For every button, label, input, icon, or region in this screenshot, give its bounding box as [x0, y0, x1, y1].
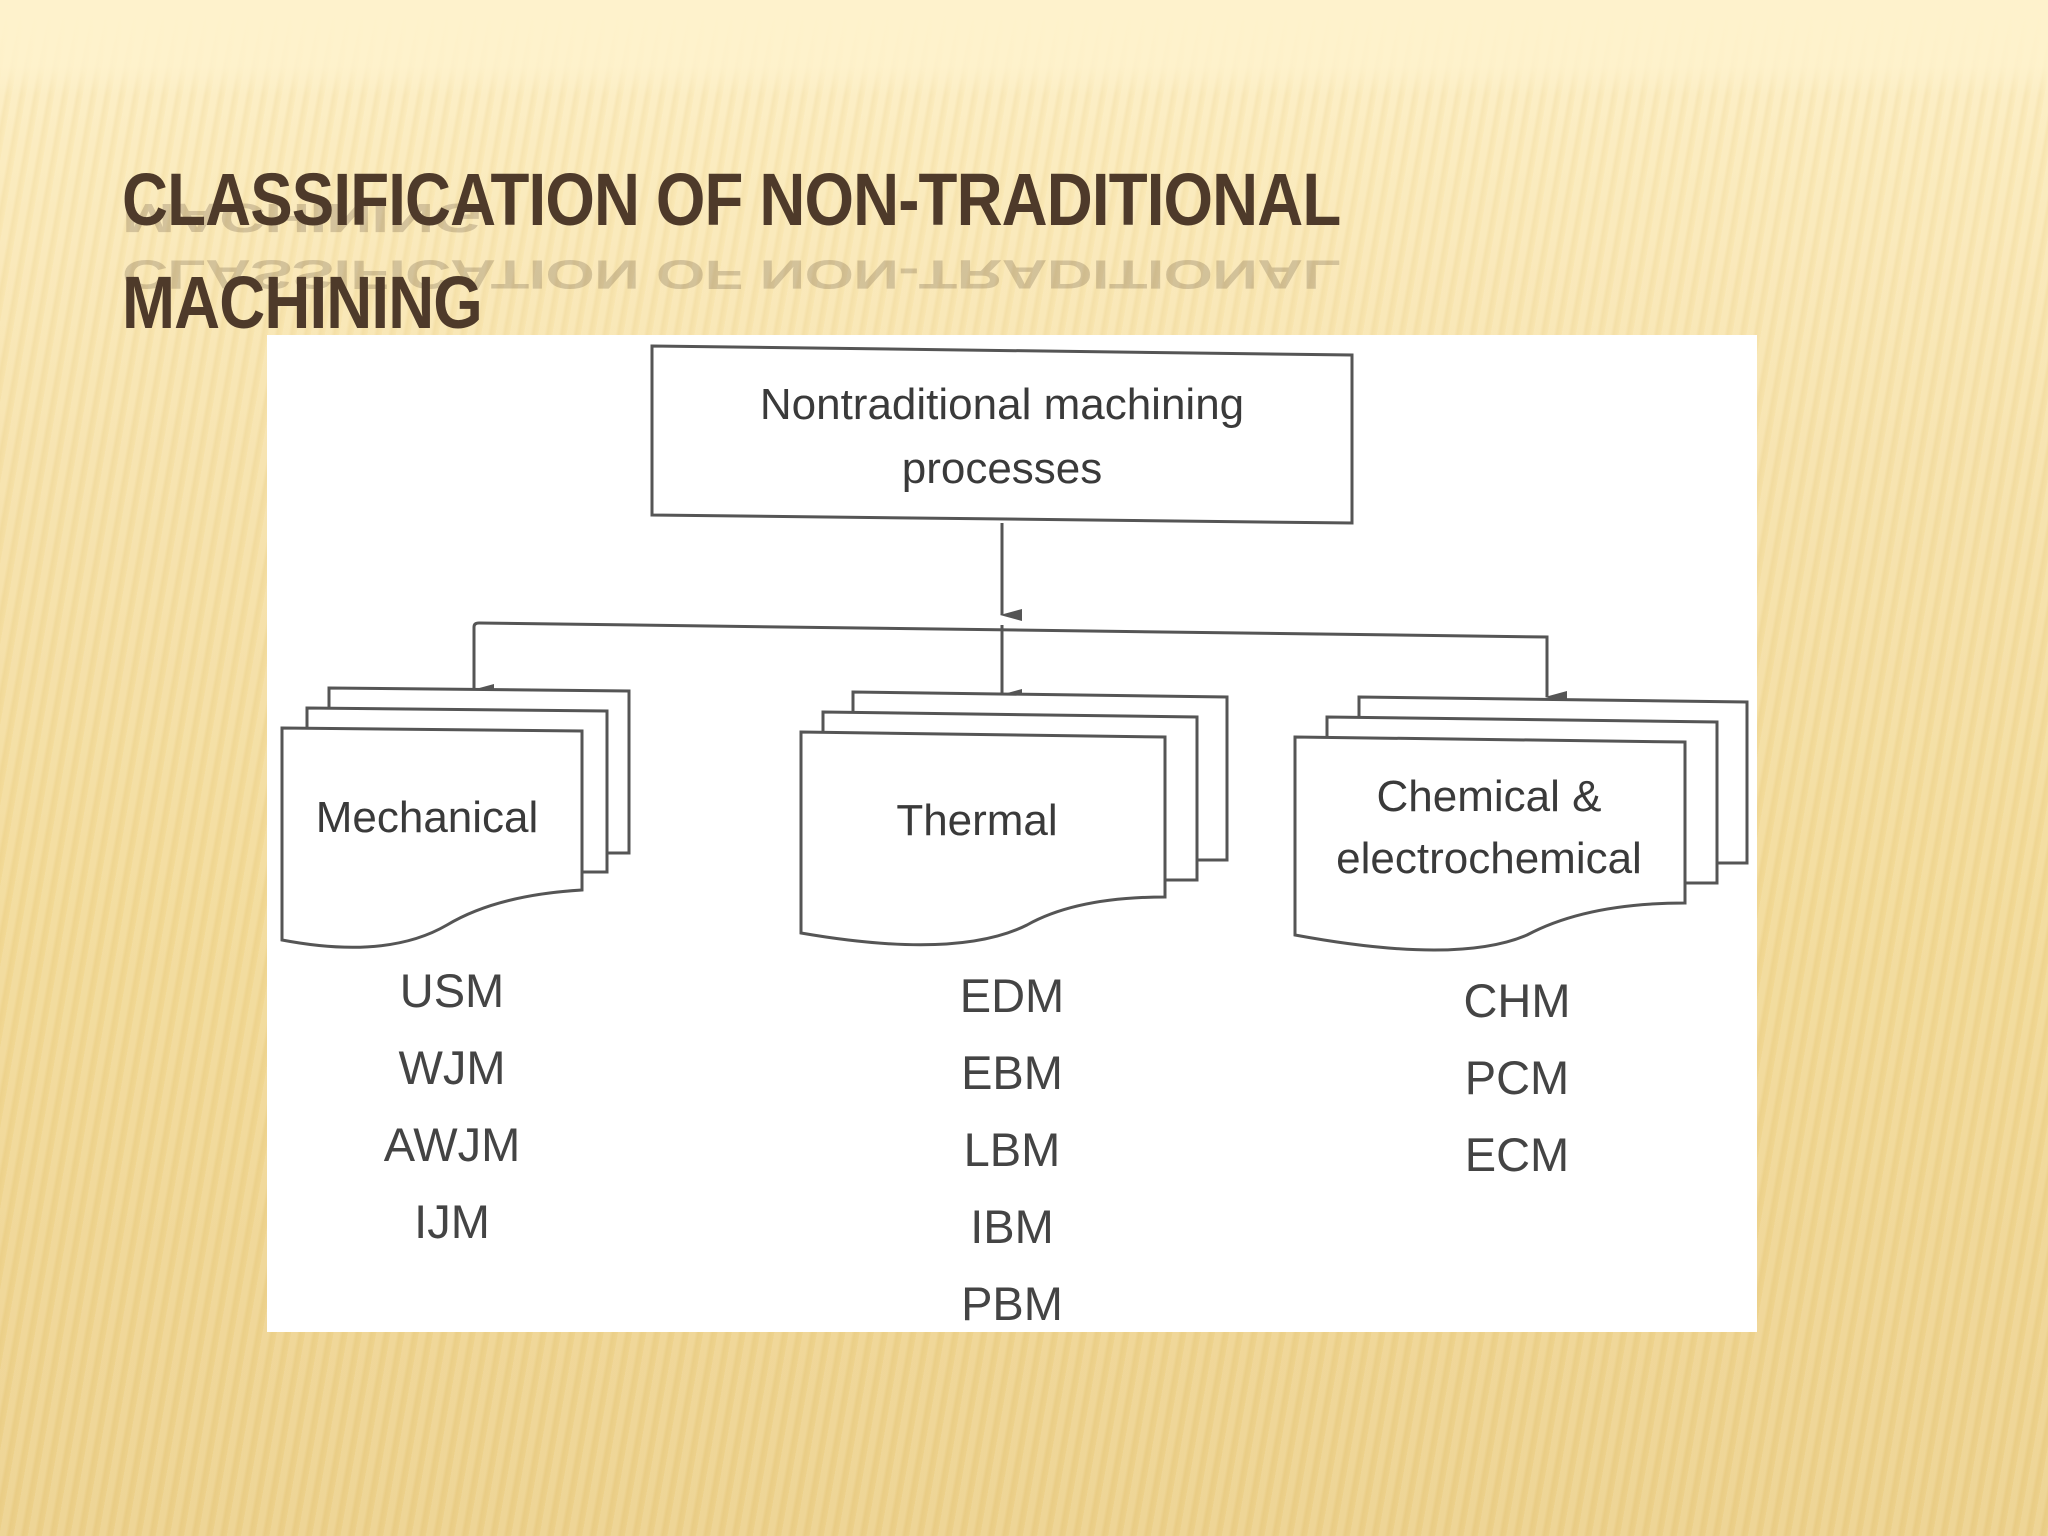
- slide-title-line-2: MACHINING: [122, 261, 483, 344]
- background-top-band: [0, 0, 2048, 95]
- category-label-thermal: Thermal: [896, 796, 1057, 845]
- category-node-chemical: Chemical & electrochemical: [1293, 695, 1749, 952]
- category-label-mechanical: Mechanical: [316, 793, 539, 842]
- category-node-mechanical: Mechanical: [280, 686, 631, 949]
- classification-diagram: Nontraditional machining processes Mecha…: [267, 335, 1757, 1332]
- connector-lines: [472, 523, 1567, 703]
- process-item: EBM: [961, 1046, 1063, 1099]
- process-item: LBM: [964, 1123, 1061, 1176]
- root-node-line-2: processes: [902, 444, 1103, 493]
- process-item: IJM: [414, 1195, 490, 1248]
- category-node-thermal: Thermal: [799, 690, 1229, 947]
- process-list-chemical: CHM PCM ECM: [1463, 974, 1570, 1181]
- process-item: WJM: [398, 1041, 505, 1094]
- slide-title: CLASSIFICATION OF NON-TRADITIONAL MACHIN…: [122, 148, 1584, 354]
- process-list-mechanical: USM WJM AWJM IJM: [384, 964, 521, 1248]
- process-item: EDM: [960, 969, 1064, 1022]
- process-item: CHM: [1463, 974, 1570, 1027]
- root-node-line-1: Nontraditional machining: [760, 380, 1244, 429]
- slide-title-line-1: CLASSIFICATION OF NON-TRADITIONAL: [122, 158, 1341, 241]
- process-item: AWJM: [384, 1118, 521, 1171]
- process-item: PBM: [961, 1277, 1063, 1330]
- process-list-thermal: EDM EBM LBM IBM PBM: [960, 969, 1064, 1330]
- process-item: PCM: [1465, 1051, 1569, 1104]
- root-node: Nontraditional machining processes: [650, 344, 1354, 525]
- process-item: USM: [400, 964, 504, 1017]
- process-item: IBM: [970, 1200, 1054, 1253]
- process-item: ECM: [1465, 1128, 1569, 1181]
- category-label-chemical-line-1: Chemical &: [1377, 772, 1602, 821]
- category-label-chemical-line-2: electrochemical: [1336, 834, 1642, 883]
